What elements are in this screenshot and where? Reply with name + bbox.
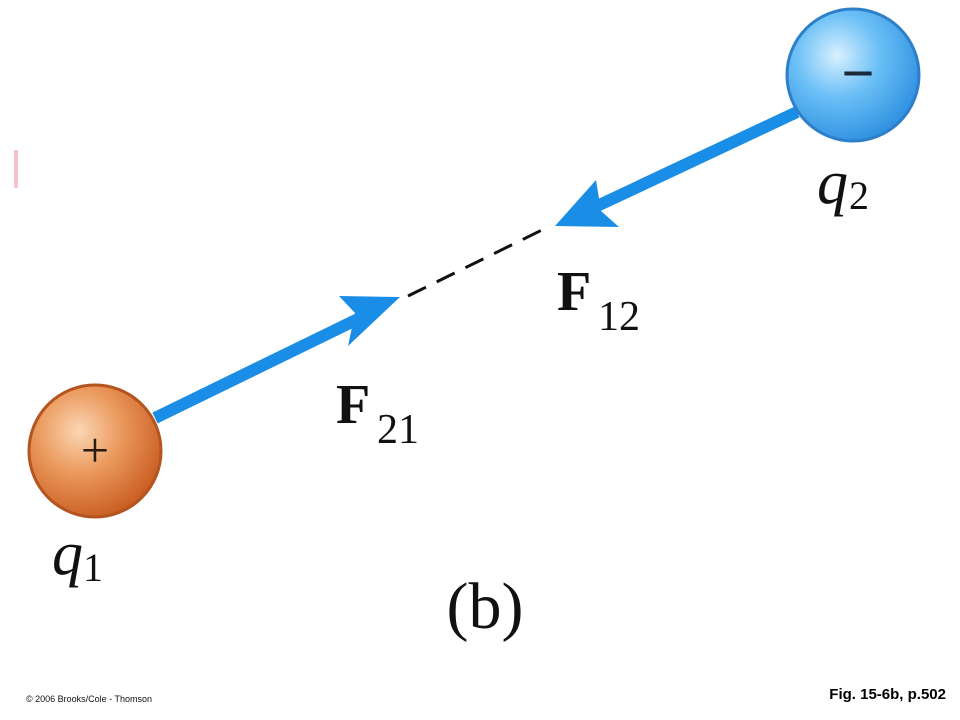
line-of-action-dashed bbox=[407, 226, 547, 298]
decorative-edge-mark bbox=[14, 150, 18, 188]
label-f12: F 12 bbox=[557, 261, 640, 340]
q2-symbol: q bbox=[817, 149, 848, 217]
f21-symbol: F bbox=[336, 374, 370, 436]
minus-sign: − bbox=[842, 41, 875, 104]
f12-subscript: 12 bbox=[598, 294, 640, 340]
copyright-credit: © 2006 Brooks/Cole - Thomson bbox=[26, 694, 153, 704]
q2-subscript: 2 bbox=[849, 173, 869, 218]
label-q2: q 2 bbox=[817, 149, 869, 218]
label-q1: q 1 bbox=[52, 520, 103, 590]
figure-reference: Fig. 15-6b, p.502 bbox=[829, 686, 946, 703]
force-arrow-f21 bbox=[152, 296, 400, 424]
label-f21: F 21 bbox=[336, 374, 419, 453]
q1-subscript: 1 bbox=[83, 545, 103, 590]
charge-q1-sphere: + bbox=[27, 383, 163, 519]
q1-symbol: q bbox=[52, 520, 83, 588]
charge-q2-sphere: − bbox=[785, 7, 921, 143]
force-arrow-f12 bbox=[555, 106, 800, 227]
f21-subscript: 21 bbox=[377, 407, 419, 453]
panel-label: (b) bbox=[447, 570, 524, 643]
plus-sign: + bbox=[81, 422, 109, 478]
f12-symbol: F bbox=[557, 261, 591, 323]
